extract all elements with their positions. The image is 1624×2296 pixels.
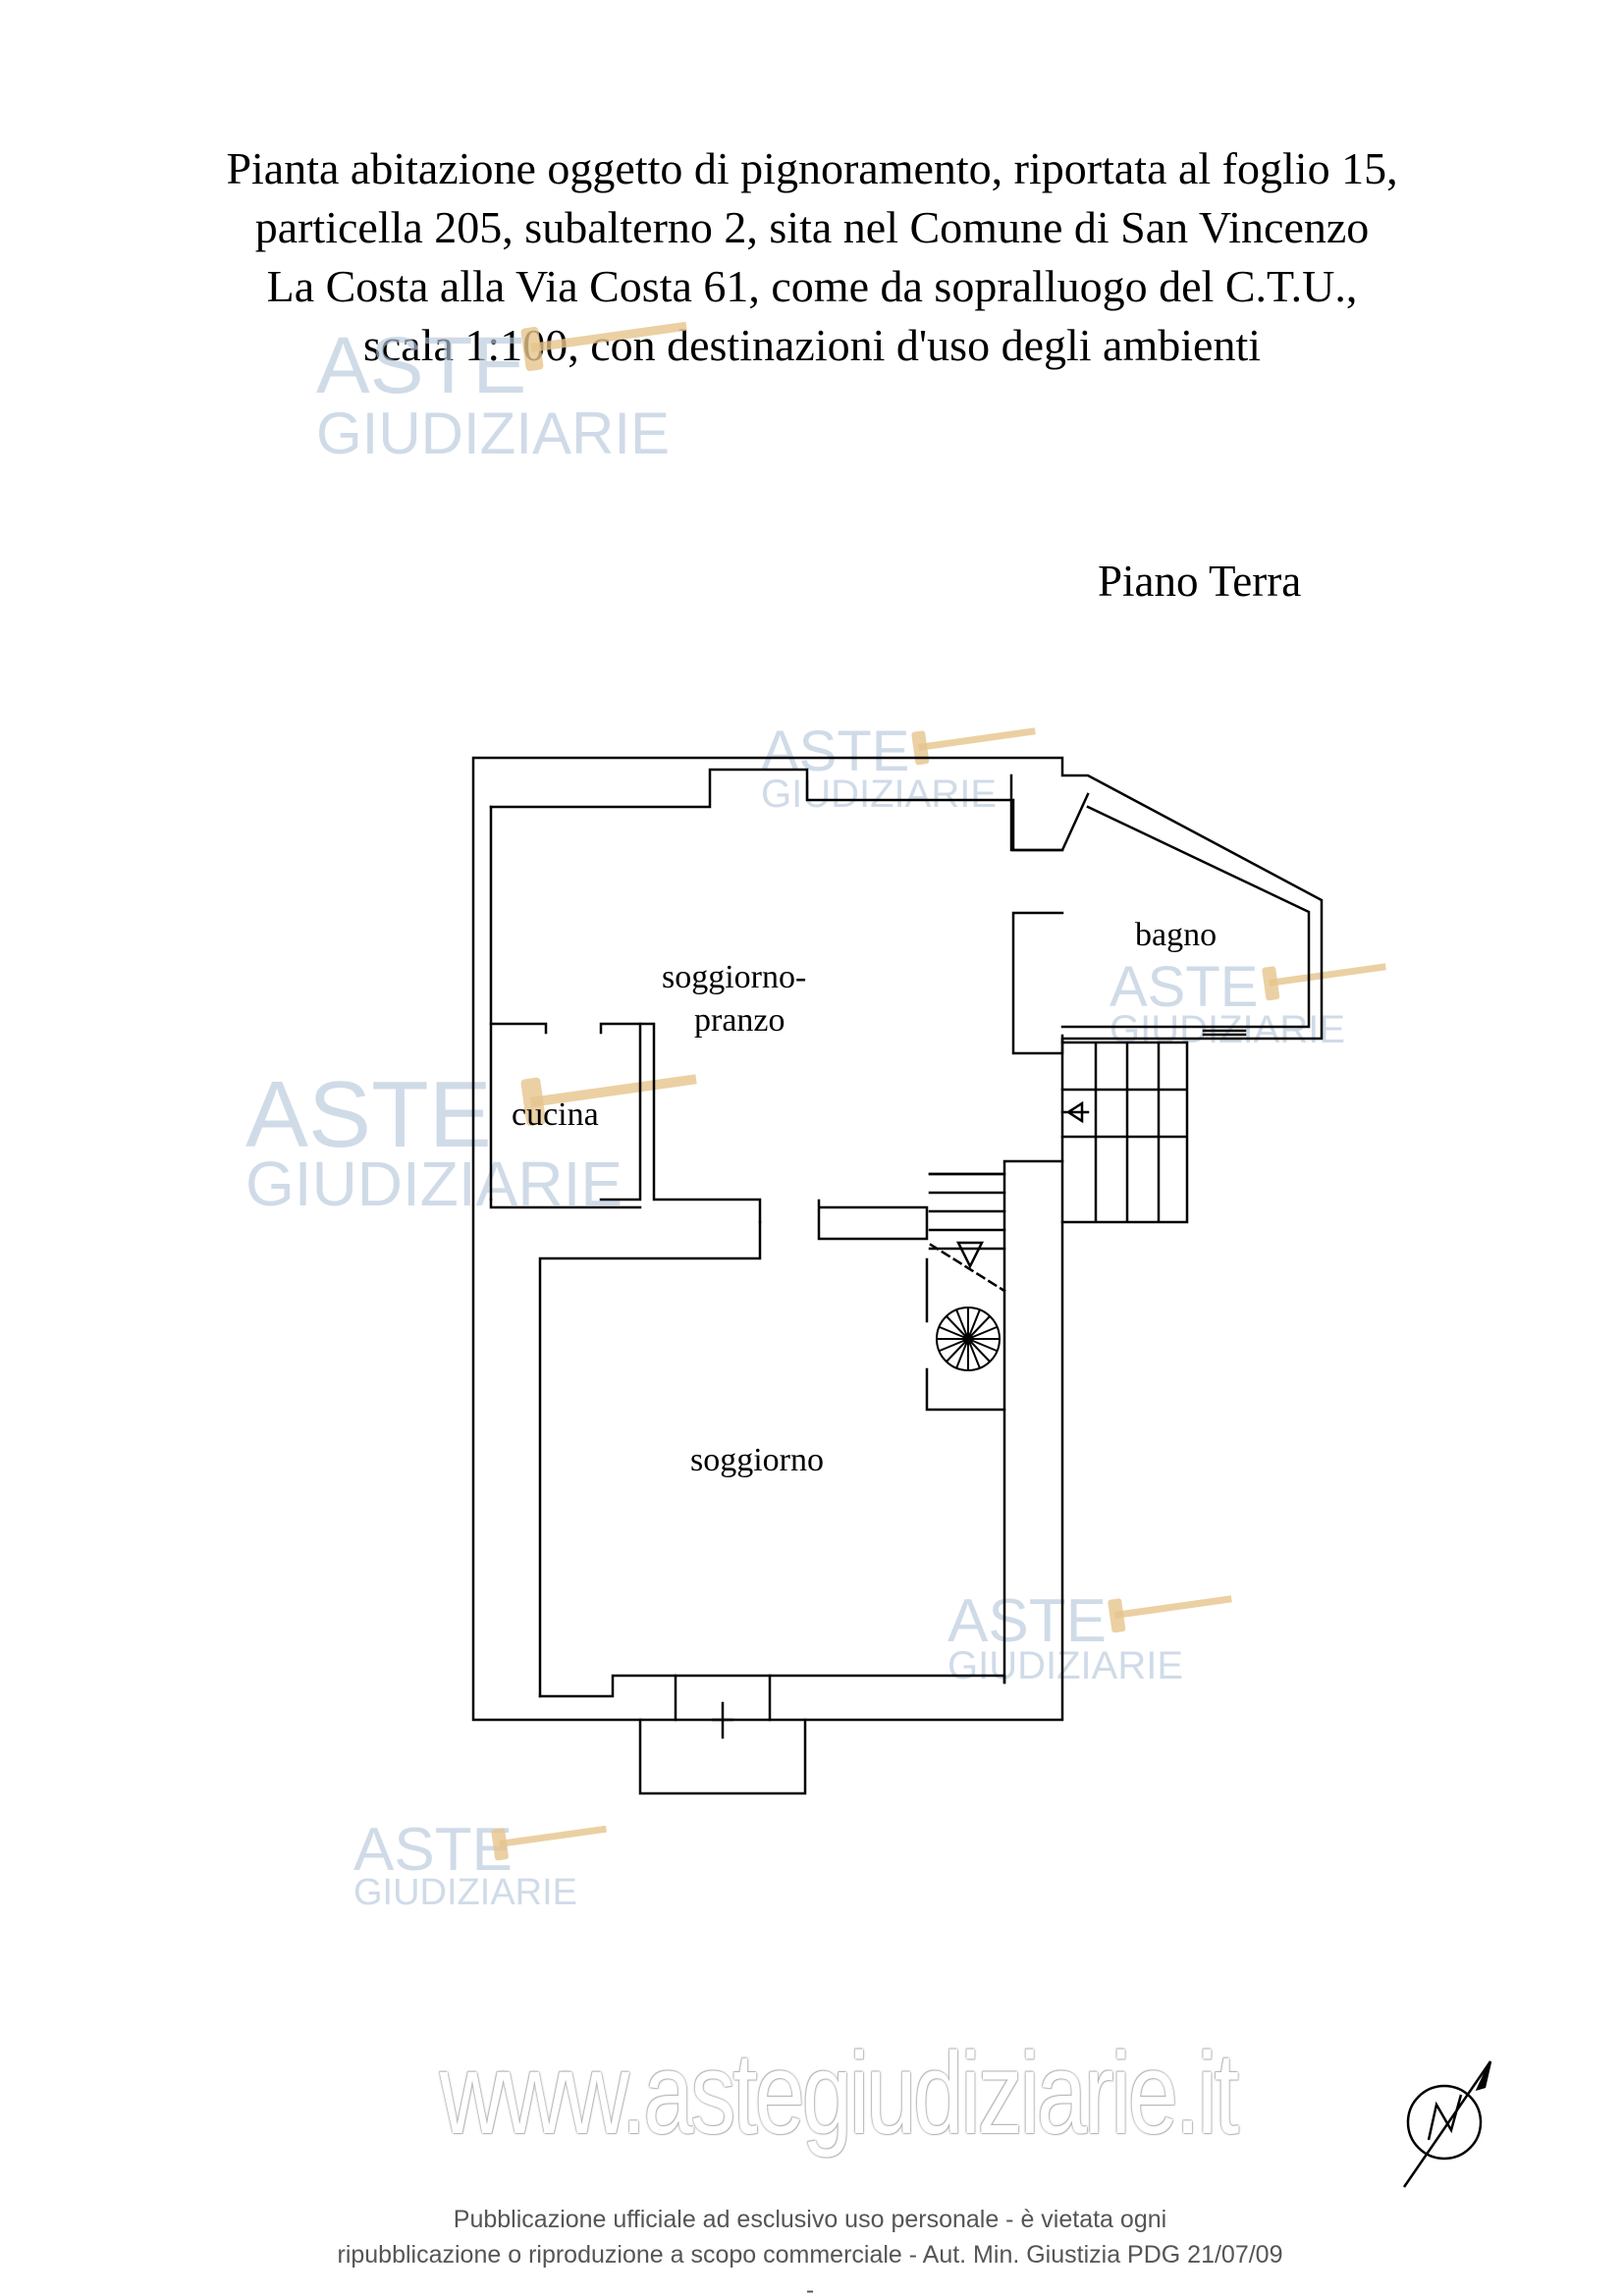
middle-partition-right [817, 1199, 929, 1241]
gavel-icon [520, 1074, 697, 1127]
title-line-4: scala 1:100, con destinazioni d'uso degl… [362, 320, 1262, 370]
watermark-logo-plan-top: ASTE GIUDIZIARIE [761, 720, 1036, 816]
watermark-logo-bagno: ASTE GIUDIZIARIE [1110, 955, 1386, 1051]
room-label-soggiorno-pranzo-1: soggiorno- [662, 959, 806, 995]
watermark-brand-top: ASTE [1110, 955, 1259, 1019]
watermark-logo-bottom: ASTE GIUDIZIARIE [353, 1816, 607, 1913]
disclaimer-line-2: ripubblicazione o riproduzione a scopo c… [337, 2241, 1283, 2269]
inner-wall-upper-right [1009, 774, 1090, 852]
footer-mark: - [805, 2276, 815, 2296]
gavel-icon [520, 321, 687, 372]
soggiorno-bottom-wall [538, 1674, 1006, 1698]
spiral-stair-icon [936, 1307, 1001, 1371]
bagno-inner-wall [1060, 805, 1311, 1029]
bagno-separator-wall [1011, 911, 1064, 1055]
plan-title: Pianta abitazione oggetto di pignorament… [118, 139, 1506, 375]
stair-break-line [929, 1243, 1006, 1293]
watermark-logo-soggiorno: ASTE GIUDIZIARIE [947, 1587, 1232, 1687]
watermark-brand-bottom: GIUDIZIARIE [353, 1872, 577, 1913]
watermark-website: www.astegiudiziarie.it [439, 2029, 1239, 2159]
watermark-logo-top: ASTE GIUDIZIARIE [316, 321, 687, 466]
floor-label: Piano Terra [1098, 557, 1302, 606]
external-stairs-arrow [1060, 1100, 1090, 1124]
watermark-brand-top: ASTE [353, 1816, 513, 1884]
inner-wall-upper [489, 768, 1064, 852]
bagno-window [1202, 1029, 1247, 1037]
room-label-soggiorno: soggiorno [690, 1442, 824, 1478]
gavel-icon [1108, 1595, 1232, 1633]
title-line-2: particella 205, subalterno 2, sita nel C… [254, 202, 1370, 252]
watermark-brand-bottom: GIUDIZIARIE [316, 400, 670, 466]
internal-stairs-arrow [955, 1241, 985, 1269]
outer-wall [471, 756, 1324, 1722]
entrance-step [638, 1674, 807, 1795]
disclaimer-line-1: Pubblicazione ufficiale ad esclusivo uso… [453, 2206, 1167, 2233]
cucina-right-wall [638, 1022, 762, 1224]
title-line-1: Pianta abitazione oggetto di pignorament… [226, 143, 1398, 193]
entrance-door [711, 1701, 734, 1739]
title-line-3: La Costa alla Via Costa 61, come da sopr… [266, 261, 1358, 311]
watermark-brand-bottom: GIUDIZIARIE [947, 1644, 1183, 1687]
external-stairs [1060, 1041, 1189, 1224]
room-label-bagno: bagno [1135, 917, 1217, 953]
internal-stairs [928, 1172, 1006, 1251]
footer-disclaimer: Pubblicazione ufficiale ad esclusivo uso… [245, 2202, 1375, 2296]
watermark-logo-left: ASTE GIUDIZIARIE [245, 1062, 697, 1219]
gavel-icon [491, 1825, 607, 1861]
middle-partition-left [538, 1220, 762, 1698]
watermark-brand-top: ASTE [761, 720, 910, 783]
room-label-soggiorno-pranzo-2: pranzo [694, 1002, 785, 1039]
room-label-cucina: cucina [512, 1096, 599, 1133]
cucina-bottom-wall [489, 1198, 642, 1209]
north-arrow-icon [1402, 2060, 1492, 2188]
watermark-brand-top: ASTE [316, 321, 526, 410]
cucina-wall [489, 1022, 642, 1201]
watermark-brand-top: ASTE [245, 1062, 492, 1167]
gavel-icon [1262, 963, 1386, 1001]
gavel-icon [911, 727, 1036, 766]
watermark-brand-bottom: GIUDIZIARIE [761, 773, 997, 816]
watermark-brand-top: ASTE [947, 1587, 1107, 1655]
